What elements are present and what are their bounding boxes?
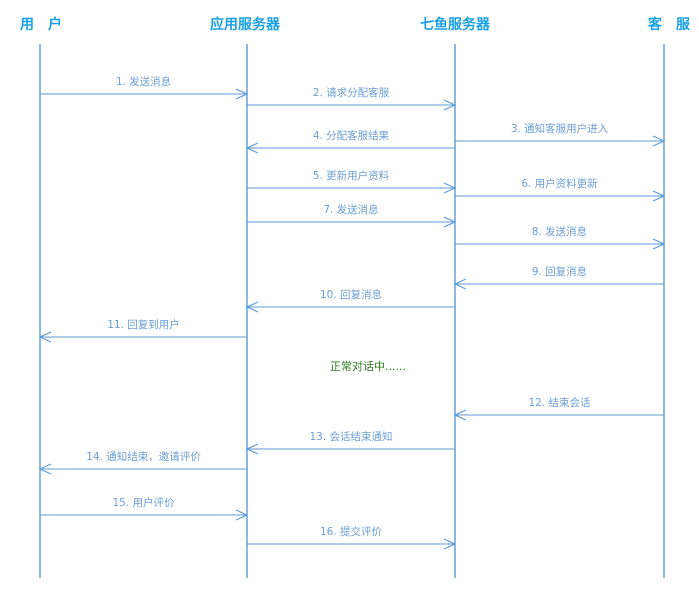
message-label: 13. 会话结束通知 [309,430,392,443]
message-11: 11. 回复到用户 [38,318,247,343]
arrow-head-icon [245,443,259,455]
message-16: 16. 提交评价 [247,525,457,550]
arrow-head-icon [453,409,467,421]
message-13: 13. 会话结束通知 [245,430,455,455]
message-label: 9. 回复消息 [532,265,587,278]
message-label: 10. 回复消息 [320,288,382,301]
message-label: 3. 通知客服用户进入 [511,122,609,135]
message-4: 3. 通知客服用户进入 [455,122,666,147]
arrow-head-icon [38,463,52,475]
arrow-head-icon [652,190,666,202]
message-1: 1. 发送消息 [40,75,249,100]
message-label: 15. 用户评价 [112,496,175,509]
message-5: 5. 更新用户资料 [247,169,457,194]
message-15: 15. 用户评价 [40,496,249,521]
message-3: 4. 分配客服结果 [245,129,455,154]
message-label: 7. 发送消息 [323,203,378,216]
message-label: 5. 更新用户资料 [313,169,390,182]
arrow-head-icon [235,88,249,100]
message-7: 7. 发送消息 [247,203,457,228]
message-14: 14. 通知结束，邀请评价 [38,450,247,475]
arrow-head-icon [38,331,52,343]
message-label: 12. 结束会话 [528,396,591,409]
arrow-head-icon [443,182,457,194]
arrow-head-icon [235,509,249,521]
arrow-head-icon [443,99,457,111]
message-8: 8. 发送消息 [455,225,666,250]
actor-user-label: 用 户 [20,16,62,33]
message-2: 2. 请求分配客服 [247,86,457,111]
message-label: 1. 发送消息 [116,75,171,88]
arrow-head-icon [443,538,457,550]
message-12: 12. 结束会话 [453,396,664,421]
actor-cs-label: 客 服 [647,16,691,33]
message-label: 14. 通知结束，邀请评价 [86,450,201,463]
message-label: 6. 用户资料更新 [521,177,598,190]
arrow-head-icon [245,142,259,154]
message-10: 10. 回复消息 [245,288,455,313]
arrow-head-icon [443,216,457,228]
message-label: 11. 回复到用户 [107,318,180,331]
arrow-head-icon [245,301,259,313]
message-label: 8. 发送消息 [532,225,587,238]
message-9: 9. 回复消息 [453,265,664,290]
message-6: 6. 用户资料更新 [455,177,666,202]
message-label: 16. 提交评价 [320,525,383,538]
arrow-head-icon [453,278,467,290]
arrow-head-icon [652,238,666,250]
message-label: 2. 请求分配客服 [313,86,390,99]
arrow-head-icon [652,135,666,147]
dialog-note: 正常对话中...... [330,359,406,373]
actor-app-label: 应用服务器 [210,16,281,33]
message-label: 4. 分配客服结果 [313,129,390,142]
actor-qiyu-label: 七鱼服务器 [420,16,491,33]
